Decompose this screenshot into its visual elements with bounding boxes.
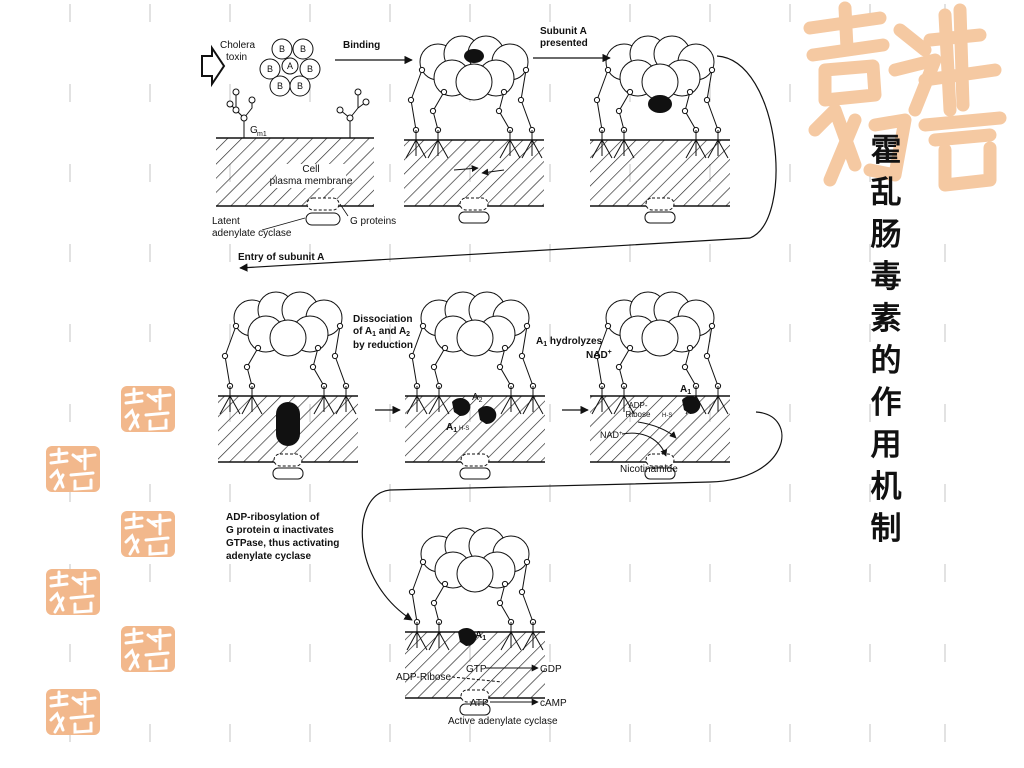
step-binding-label: Binding (343, 40, 380, 51)
toxin-receptor-complex (218, 291, 358, 480)
svg-text:B: B (267, 64, 273, 74)
seal-logo (46, 689, 100, 735)
svg-text:A2: A2 (472, 392, 483, 404)
svg-text:B: B (277, 81, 283, 91)
svg-text:GTPase, thus activating: GTPase, thus activating (226, 538, 339, 549)
svg-text:B: B (279, 44, 285, 54)
svg-text:of A1 and A2: of A1 and A2 (353, 326, 410, 338)
svg-text:ATP: ATP (470, 698, 489, 709)
title-char: 用 (870, 427, 902, 463)
svg-text:ADP-ribosylation of: ADP-ribosylation of (226, 512, 320, 523)
svg-text:A: A (287, 61, 293, 71)
toxin-label-2: toxin (226, 52, 247, 63)
title-char: 霍 (870, 133, 902, 169)
svg-text:Active adenylate cyclase: Active adenylate cyclase (448, 716, 558, 727)
a1-fragment (478, 406, 497, 425)
seal-logo (121, 626, 175, 672)
a1-fragment (458, 628, 477, 647)
toxin-label-1: Cholera (220, 40, 255, 51)
cholera-toxin-mechanism-diagram: Cholera toxin B B B B A B B Binding Cell… (201, 26, 783, 727)
a1-fragment (682, 396, 701, 415)
svg-text:NAD+: NAD+ (586, 349, 612, 361)
cholera-toxin-subunits (259, 38, 321, 97)
a1-fragment (452, 398, 471, 417)
svg-text:G proteins: G proteins (350, 216, 396, 227)
svg-text:by reduction: by reduction (353, 340, 413, 351)
svg-text:B: B (307, 64, 313, 74)
title-char: 机 (870, 469, 902, 505)
svg-text:presented: presented (540, 38, 588, 49)
toxin-receptor-complex (405, 291, 545, 480)
svg-text:Nicotinamide: Nicotinamide (620, 464, 678, 475)
svg-text:ADP-Ribose: ADP-Ribose (396, 672, 451, 683)
svg-text:A1: A1 (475, 630, 486, 642)
svg-text:G: G (250, 125, 258, 136)
svg-text:B: B (300, 44, 306, 54)
hollow-arrow-icon (201, 44, 226, 88)
svg-text:A1 hydrolyzes: A1 hydrolyzes (536, 336, 603, 348)
seal-logo (121, 386, 175, 432)
toxin-receptor-complex (590, 291, 730, 480)
svg-text:plasma membrane: plasma membrane (270, 176, 353, 187)
svg-text:A1: A1 (446, 422, 457, 434)
seal-logo (46, 569, 100, 615)
slide-title: 霍乱肠毒素的作用机制 (862, 130, 910, 550)
svg-text:Subunit A: Subunit A (540, 26, 587, 37)
seal-logo (46, 446, 100, 492)
svg-text:Ribose: Ribose (626, 410, 651, 419)
seal-logo (121, 511, 175, 557)
title-char: 制 (870, 511, 902, 547)
svg-text:Entry of subunit A: Entry of subunit A (238, 252, 324, 263)
svg-text:G protein α inactivates: G protein α inactivates (226, 525, 334, 536)
title-char: 素 (870, 301, 902, 337)
svg-text:GDP: GDP (540, 664, 562, 675)
toxin-receptor-complex (405, 527, 545, 716)
title-char: 作 (870, 385, 902, 421)
panel-initial: Cholera toxin B B B B A B B Binding Cell… (201, 38, 413, 239)
toxin-receptor-complex (590, 35, 730, 224)
svg-text:ADP-: ADP- (628, 401, 647, 410)
title-char: 的 (870, 343, 902, 379)
title-char: 肠 (870, 217, 902, 253)
title-char: 毒 (870, 259, 902, 295)
svg-text:H-S: H-S (459, 426, 469, 432)
toxin-receptor-complex (404, 35, 544, 224)
svg-text:m1: m1 (257, 131, 267, 138)
svg-text:cAMP: cAMP (540, 698, 567, 709)
svg-text:Latent: Latent (212, 216, 240, 227)
svg-text:NAD+: NAD+ (600, 430, 623, 440)
large-seal-logo (803, 1, 1007, 192)
svg-text:B: B (297, 81, 303, 91)
svg-text:adenylate cyclase: adenylate cyclase (212, 228, 292, 239)
title-char: 乱 (870, 175, 902, 211)
svg-text:adenylate cyclase: adenylate cyclase (226, 551, 311, 562)
svg-text:A1: A1 (680, 384, 691, 396)
svg-text:GTP: GTP (466, 664, 487, 675)
svg-text:Dissociation: Dissociation (353, 314, 412, 325)
svg-text:H-S: H-S (662, 413, 672, 419)
svg-text:Cell: Cell (302, 164, 319, 175)
